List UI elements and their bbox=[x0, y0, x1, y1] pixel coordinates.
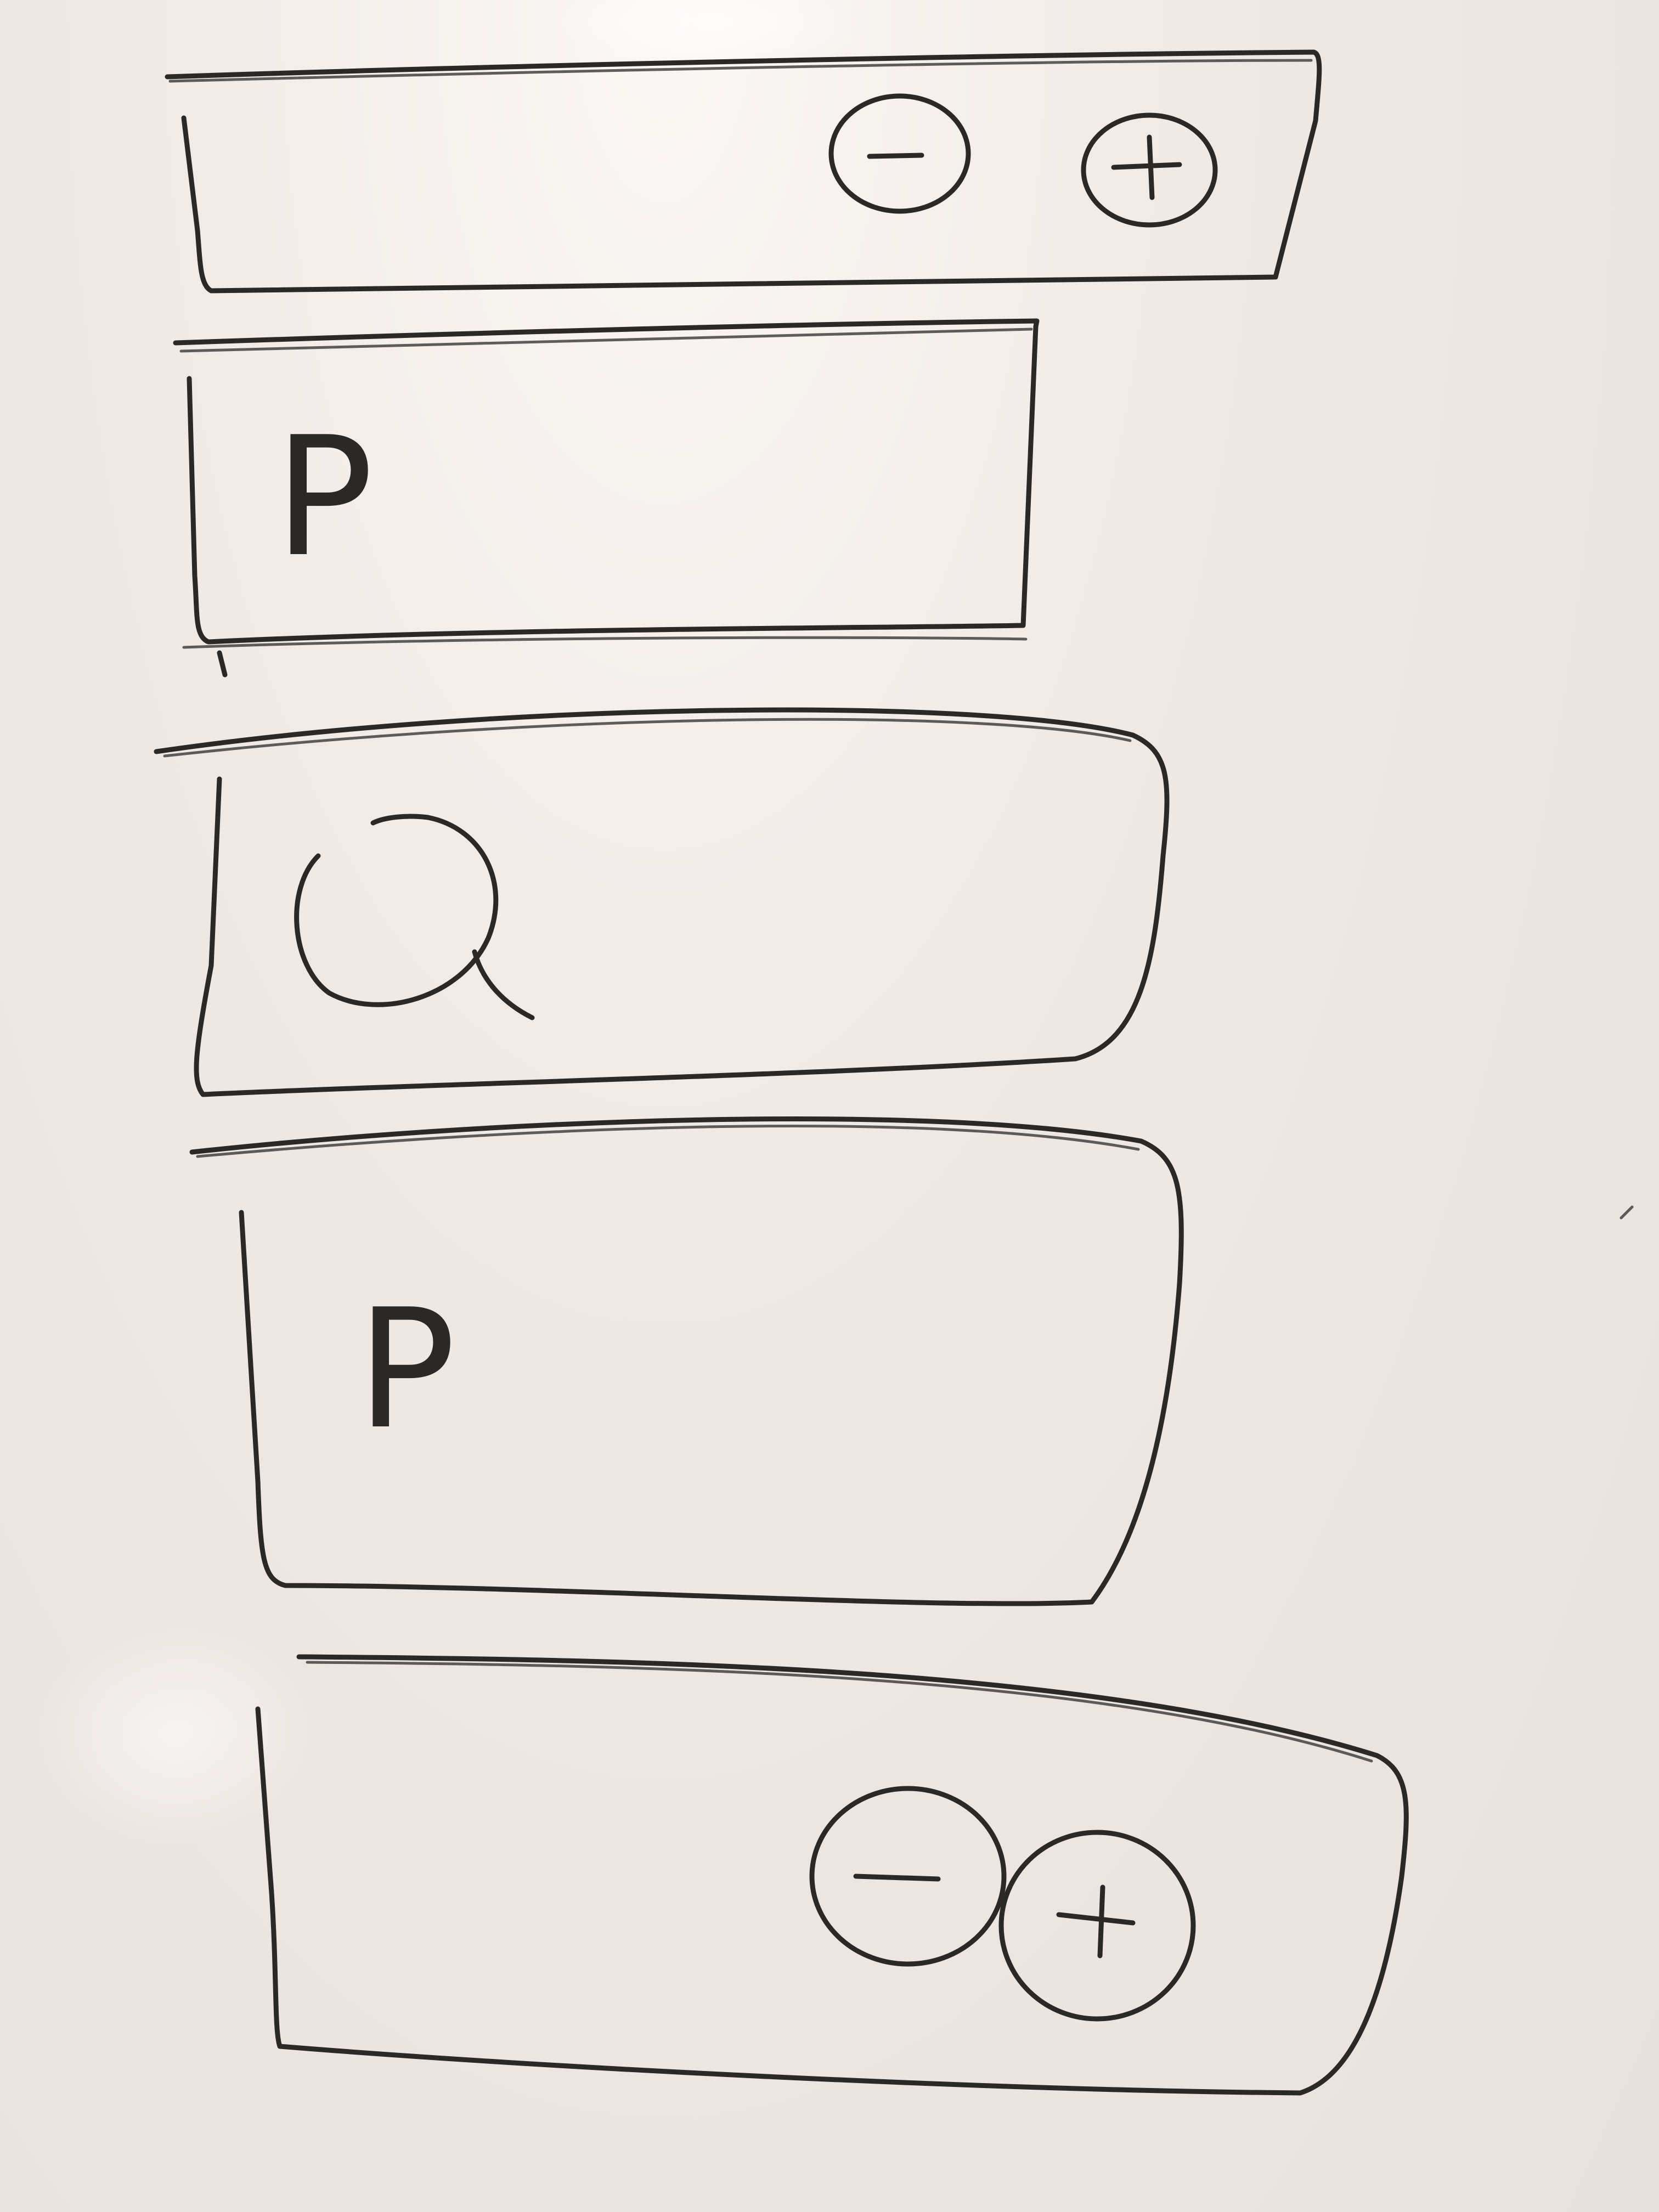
top-zoom-bar bbox=[165, 49, 1322, 294]
zoom-in-button[interactable] bbox=[998, 1830, 1196, 2022]
bottom-zoom-bar bbox=[255, 1654, 1409, 2096]
p-panel-2[interactable]: P bbox=[189, 1116, 1184, 1606]
p-label: P bbox=[357, 1274, 456, 1465]
marker-mark bbox=[1620, 1205, 1634, 1220]
zoom-out-button[interactable] bbox=[809, 1786, 1007, 1967]
p-label: P bbox=[274, 402, 374, 593]
search-panel[interactable] bbox=[154, 707, 1170, 1097]
zoom-out-button[interactable] bbox=[828, 93, 971, 214]
search-icon bbox=[294, 814, 535, 1020]
zoom-in-button[interactable] bbox=[1081, 112, 1218, 228]
light-glare bbox=[33, 1618, 318, 1849]
p-panel-1[interactable]: P bbox=[173, 318, 1040, 678]
